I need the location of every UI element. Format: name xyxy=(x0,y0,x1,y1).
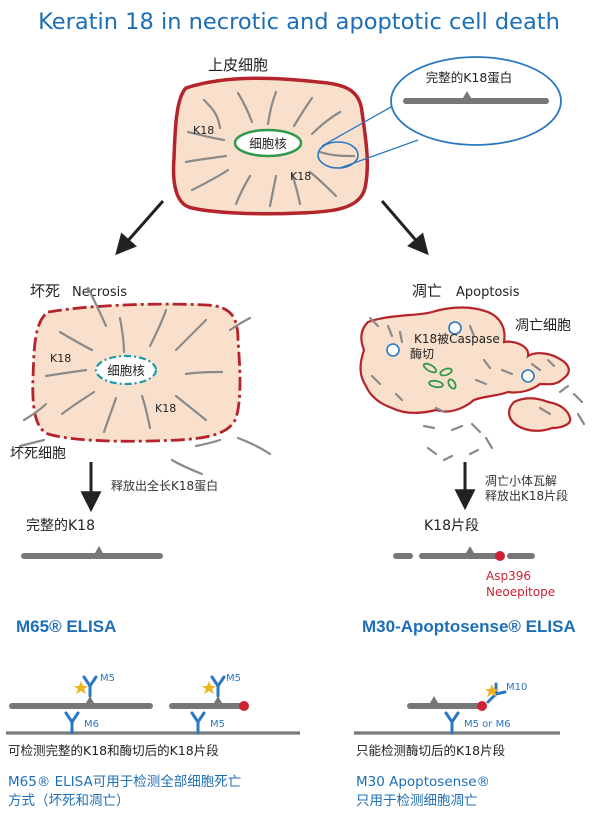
apoptosis-heading-cn: 凋亡 xyxy=(412,282,442,300)
necrotic-k18-label-left: K18 xyxy=(50,352,71,365)
zoom-callout-label: 完整的K18蛋白 xyxy=(426,70,513,85)
necrosis-release-label: 释放出全长K18蛋白 xyxy=(111,478,218,493)
zoom-source-circle xyxy=(317,141,359,169)
m5-capture-antibody-icon xyxy=(190,711,206,735)
k18-fragments xyxy=(393,546,535,561)
m30-summary-line1: M30 Apoptosense® xyxy=(356,774,490,790)
m10-label: M10 xyxy=(506,682,527,693)
detection-star-2-icon xyxy=(202,681,216,694)
m5-or-m6-capture-antibody-icon xyxy=(444,711,460,735)
apoptosis-release-line1: 凋亡小体瓦解 xyxy=(485,474,557,488)
fragmented-nucleus xyxy=(422,362,457,390)
epithelial-cell-label: 上皮细胞 xyxy=(208,56,268,74)
neoepitope-label-line2: Neoepitope xyxy=(486,585,555,599)
epithelial-nucleus xyxy=(233,128,303,158)
m5-label-first: M5 xyxy=(100,673,115,684)
epithelial-k18-label-left: K18 xyxy=(193,124,214,137)
caspase-label-line2: 酶切 xyxy=(410,346,434,361)
m6-label: M6 xyxy=(84,719,99,730)
epithelial-k18-filaments xyxy=(184,90,356,208)
necrotic-nucleus-label: 细胞核 xyxy=(107,363,145,378)
necrotic-cell-label: 坏死细胞 xyxy=(10,446,66,462)
m5-label-second: M5 xyxy=(226,673,241,684)
apoptotic-body-right xyxy=(508,397,572,432)
m5-detection-antibody-icon xyxy=(82,675,98,698)
epithelial-k18-label-right: K18 xyxy=(290,170,311,183)
m65-assay-intact-k18 xyxy=(9,696,153,709)
necrotic-k18-label-right: K18 xyxy=(155,402,176,415)
m10-detection-star-icon xyxy=(485,684,499,697)
zoom-connector-top xyxy=(321,102,399,147)
m65-assay-k18-fragment xyxy=(169,696,249,711)
apoptosis-heading-en: Apoptosis xyxy=(456,285,520,300)
necrotic-nucleus xyxy=(94,354,158,386)
caspase-label-line1: K18被Caspase xyxy=(414,332,500,346)
neoepitope-label-line1: Asp396 xyxy=(486,569,531,583)
m5-detection-antibody-2-icon xyxy=(210,675,226,698)
apoptotic-cell-label: 凋亡细胞 xyxy=(515,318,571,334)
arrow-to-apoptosis xyxy=(380,200,429,256)
apoptosis-result-label: K18片段 xyxy=(424,518,479,534)
caspase-cleavage-icons xyxy=(386,321,535,383)
m65-detects-label: 可检测完整的K18和酶切后的K18片段 xyxy=(8,743,219,758)
m30-elisa-title: M30-Apoptosense® ELISA xyxy=(362,617,576,636)
m30-assay-k18-fragment xyxy=(407,696,487,711)
diagram-title: Keratin 18 in necrotic and apoptotic cel… xyxy=(38,9,560,35)
m65-elisa-title: M65® ELISA xyxy=(16,617,116,636)
m65-summary-line1: M65® ELISA可用于检测全部细胞死亡 xyxy=(8,773,241,790)
necrotic-k18-filaments xyxy=(18,286,272,476)
necrosis-heading-cn: 坏死 xyxy=(30,282,60,300)
m5-label-capture: M5 xyxy=(210,719,225,730)
detection-star-icon xyxy=(74,681,88,694)
epithelial-nucleus-label: 细胞核 xyxy=(249,136,287,151)
m30-summary-line2: 只用于检测细胞凋亡 xyxy=(356,793,478,809)
intact-k18-protein-zoom xyxy=(403,91,549,104)
apoptotic-cell xyxy=(359,306,570,414)
m6-capture-antibody-icon xyxy=(64,711,80,735)
necrosis-heading-en: Necrosis xyxy=(72,285,127,300)
intact-k18-protein xyxy=(21,546,163,559)
m5-or-m6-label: M5 or M6 xyxy=(464,719,511,730)
m30-detects-label: 只能检测酶切后的K18片段 xyxy=(356,743,505,758)
necrosis-result-label: 完整的K18 xyxy=(26,518,95,534)
apoptotic-k18-fragments xyxy=(368,316,586,462)
zoom-connector-bottom xyxy=(339,139,419,169)
apoptosis-release-line2: 释放出K18片段 xyxy=(485,488,568,503)
m65-summary-line2: 方式（坏死和凋亡） xyxy=(8,793,130,809)
arrow-to-necrosis xyxy=(115,200,165,256)
